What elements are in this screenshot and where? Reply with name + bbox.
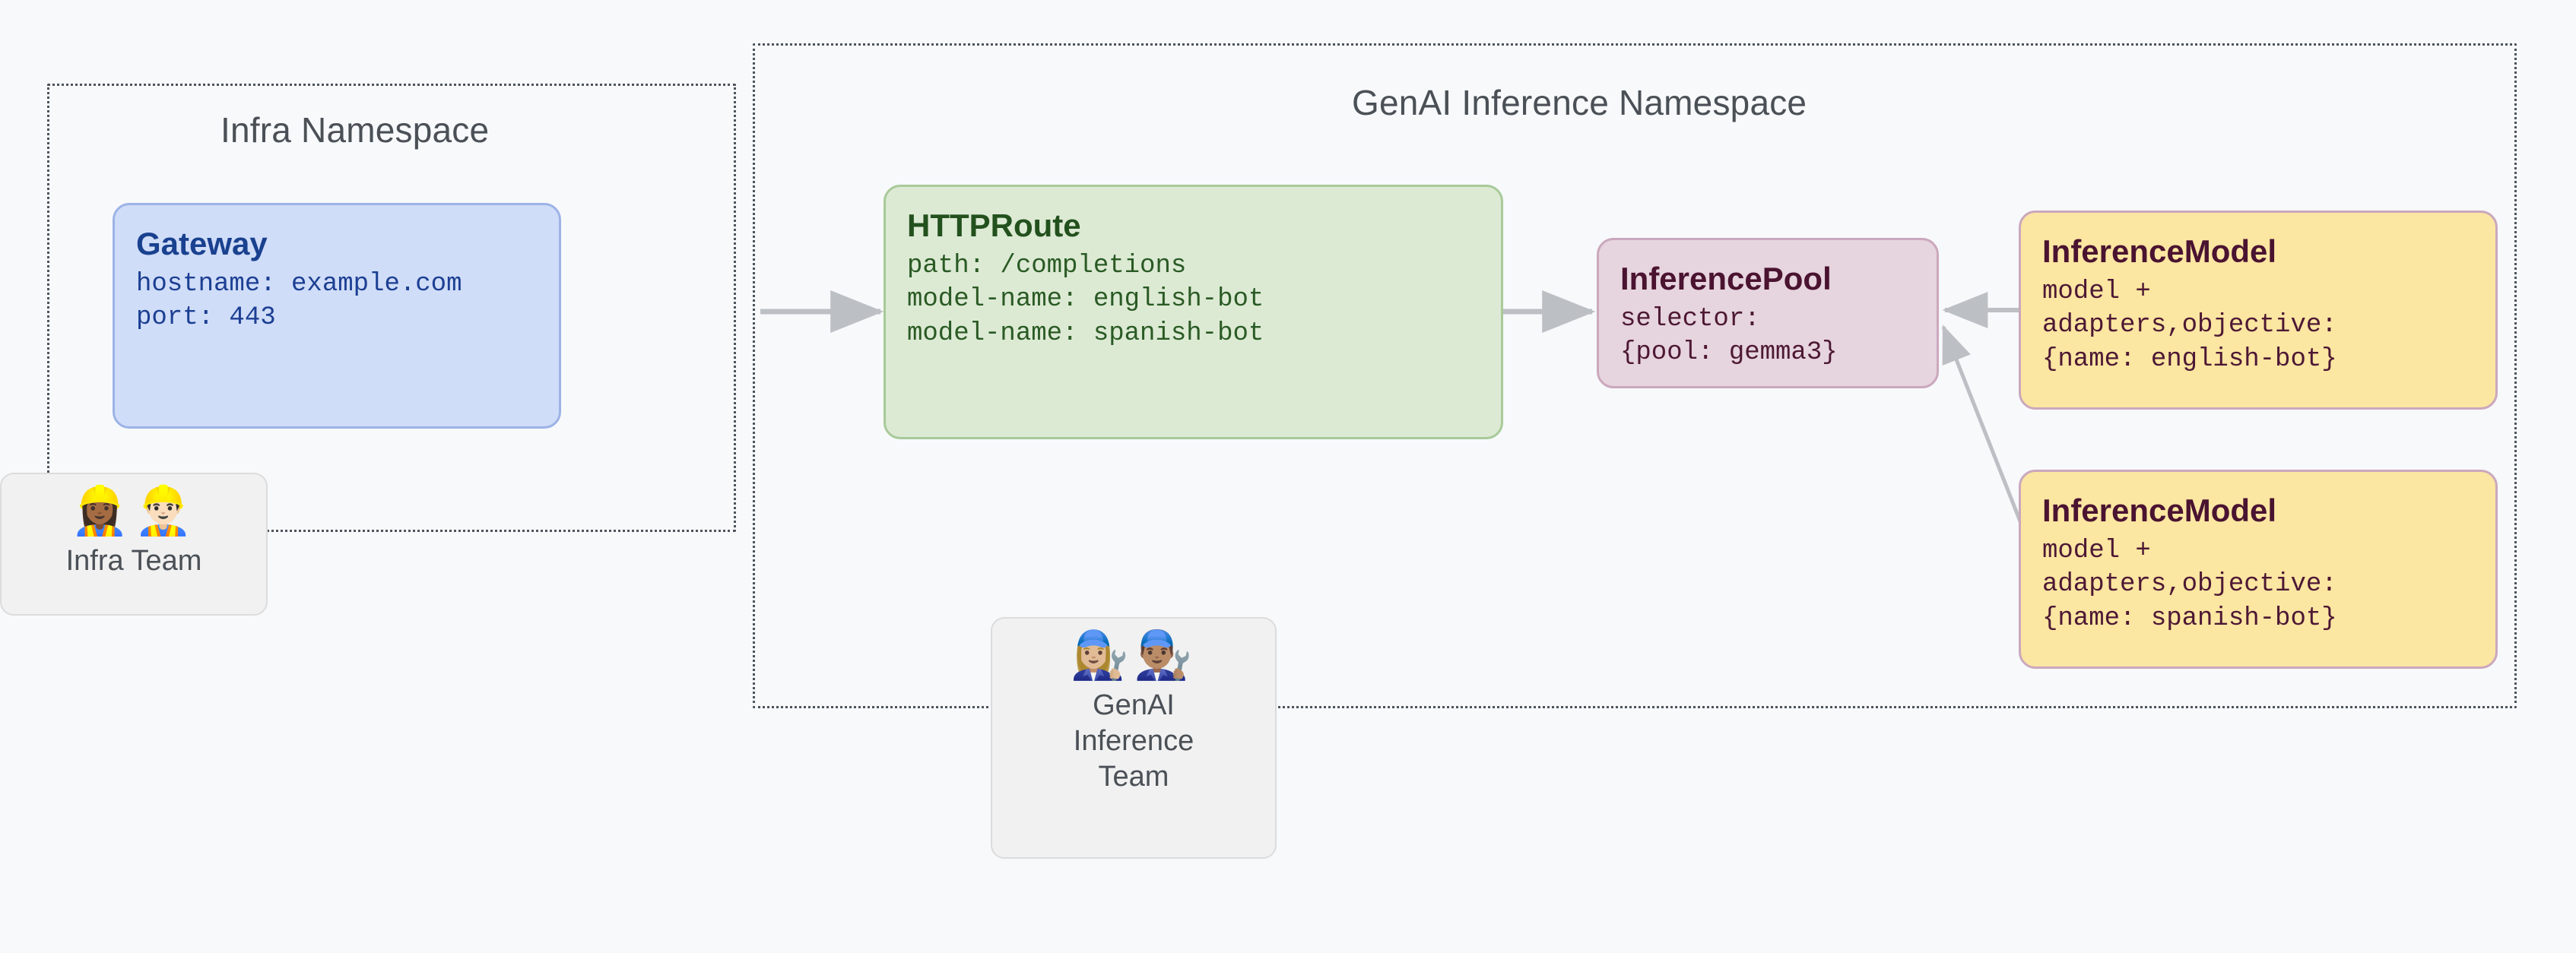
infra-namespace-boundary xyxy=(47,84,736,532)
inferencemodel-english-adapters-line: adapters,objective: xyxy=(2042,311,2337,340)
inferencemodel-english-kind-label: InferenceModel xyxy=(2042,233,2277,269)
inferencemodel-spanish-adapters-line: adapters,objective: xyxy=(2042,570,2337,600)
infra-team-avatars: 👷🏾‍♀️👷🏻‍♂️ xyxy=(70,485,198,537)
genai-inference-team-card[interactable]: 👩🏼‍🔧👨🏽‍🔧 GenAI Inference Team xyxy=(991,617,1277,859)
httproute-kind-label: HTTPRoute xyxy=(907,207,1081,243)
inferencepool-card[interactable]: InferencePool selector: {pool: gemma3} xyxy=(1597,238,1939,388)
inferencepool-selector-line: selector: xyxy=(1620,304,1760,334)
httproute-card[interactable]: HTTPRoute path: /completions model-name:… xyxy=(884,185,1503,439)
infra-team-label: Infra Team xyxy=(65,545,202,578)
inferencemodel-english-model-line: model + xyxy=(2042,277,2151,306)
inferencemodel-spanish-model-line: model + xyxy=(2042,536,2151,565)
httproute-model-name-english-line: model-name: english-bot xyxy=(907,285,1264,315)
genai-namespace-boundary xyxy=(753,43,2517,708)
inferencemodel-spanish-kind-label: InferenceModel xyxy=(2042,492,2277,528)
inferencepool-kind-label: InferencePool xyxy=(1620,261,1832,296)
gateway-hostname-line: hostname: example.com xyxy=(136,269,462,299)
infra-namespace-title: Infra Namespace xyxy=(220,110,490,150)
gateway-card[interactable]: Gateway hostname: example.com port: 443 xyxy=(113,203,561,429)
httproute-path-line: path: /completions xyxy=(907,251,1187,280)
httproute-model-name-spanish-line: model-name: spanish-bot xyxy=(907,319,1264,349)
inferencepool-selector-value-line: {pool: gemma3} xyxy=(1620,338,1838,368)
infra-team-card[interactable]: 👷🏾‍♀️👷🏻‍♂️ Infra Team xyxy=(0,473,268,616)
gateway-kind-label: Gateway xyxy=(136,226,268,261)
inferencemodel-english-card[interactable]: InferenceModel model + adapters,objectiv… xyxy=(2019,211,2498,410)
genai-inference-team-label: GenAI Inference Team xyxy=(1073,689,1194,793)
gateway-port-line: port: 443 xyxy=(136,303,276,333)
inferencemodel-english-name-line: {name: english-bot} xyxy=(2042,345,2337,375)
inferencemodel-spanish-name-line: {name: spanish-bot} xyxy=(2042,604,2337,634)
genai-namespace-title: GenAI Inference Namespace xyxy=(1352,83,1807,122)
inferencemodel-spanish-card[interactable]: InferenceModel model + adapters,objectiv… xyxy=(2019,470,2498,669)
genai-inference-team-avatars: 👩🏼‍🔧👨🏽‍🔧 xyxy=(1070,629,1198,682)
